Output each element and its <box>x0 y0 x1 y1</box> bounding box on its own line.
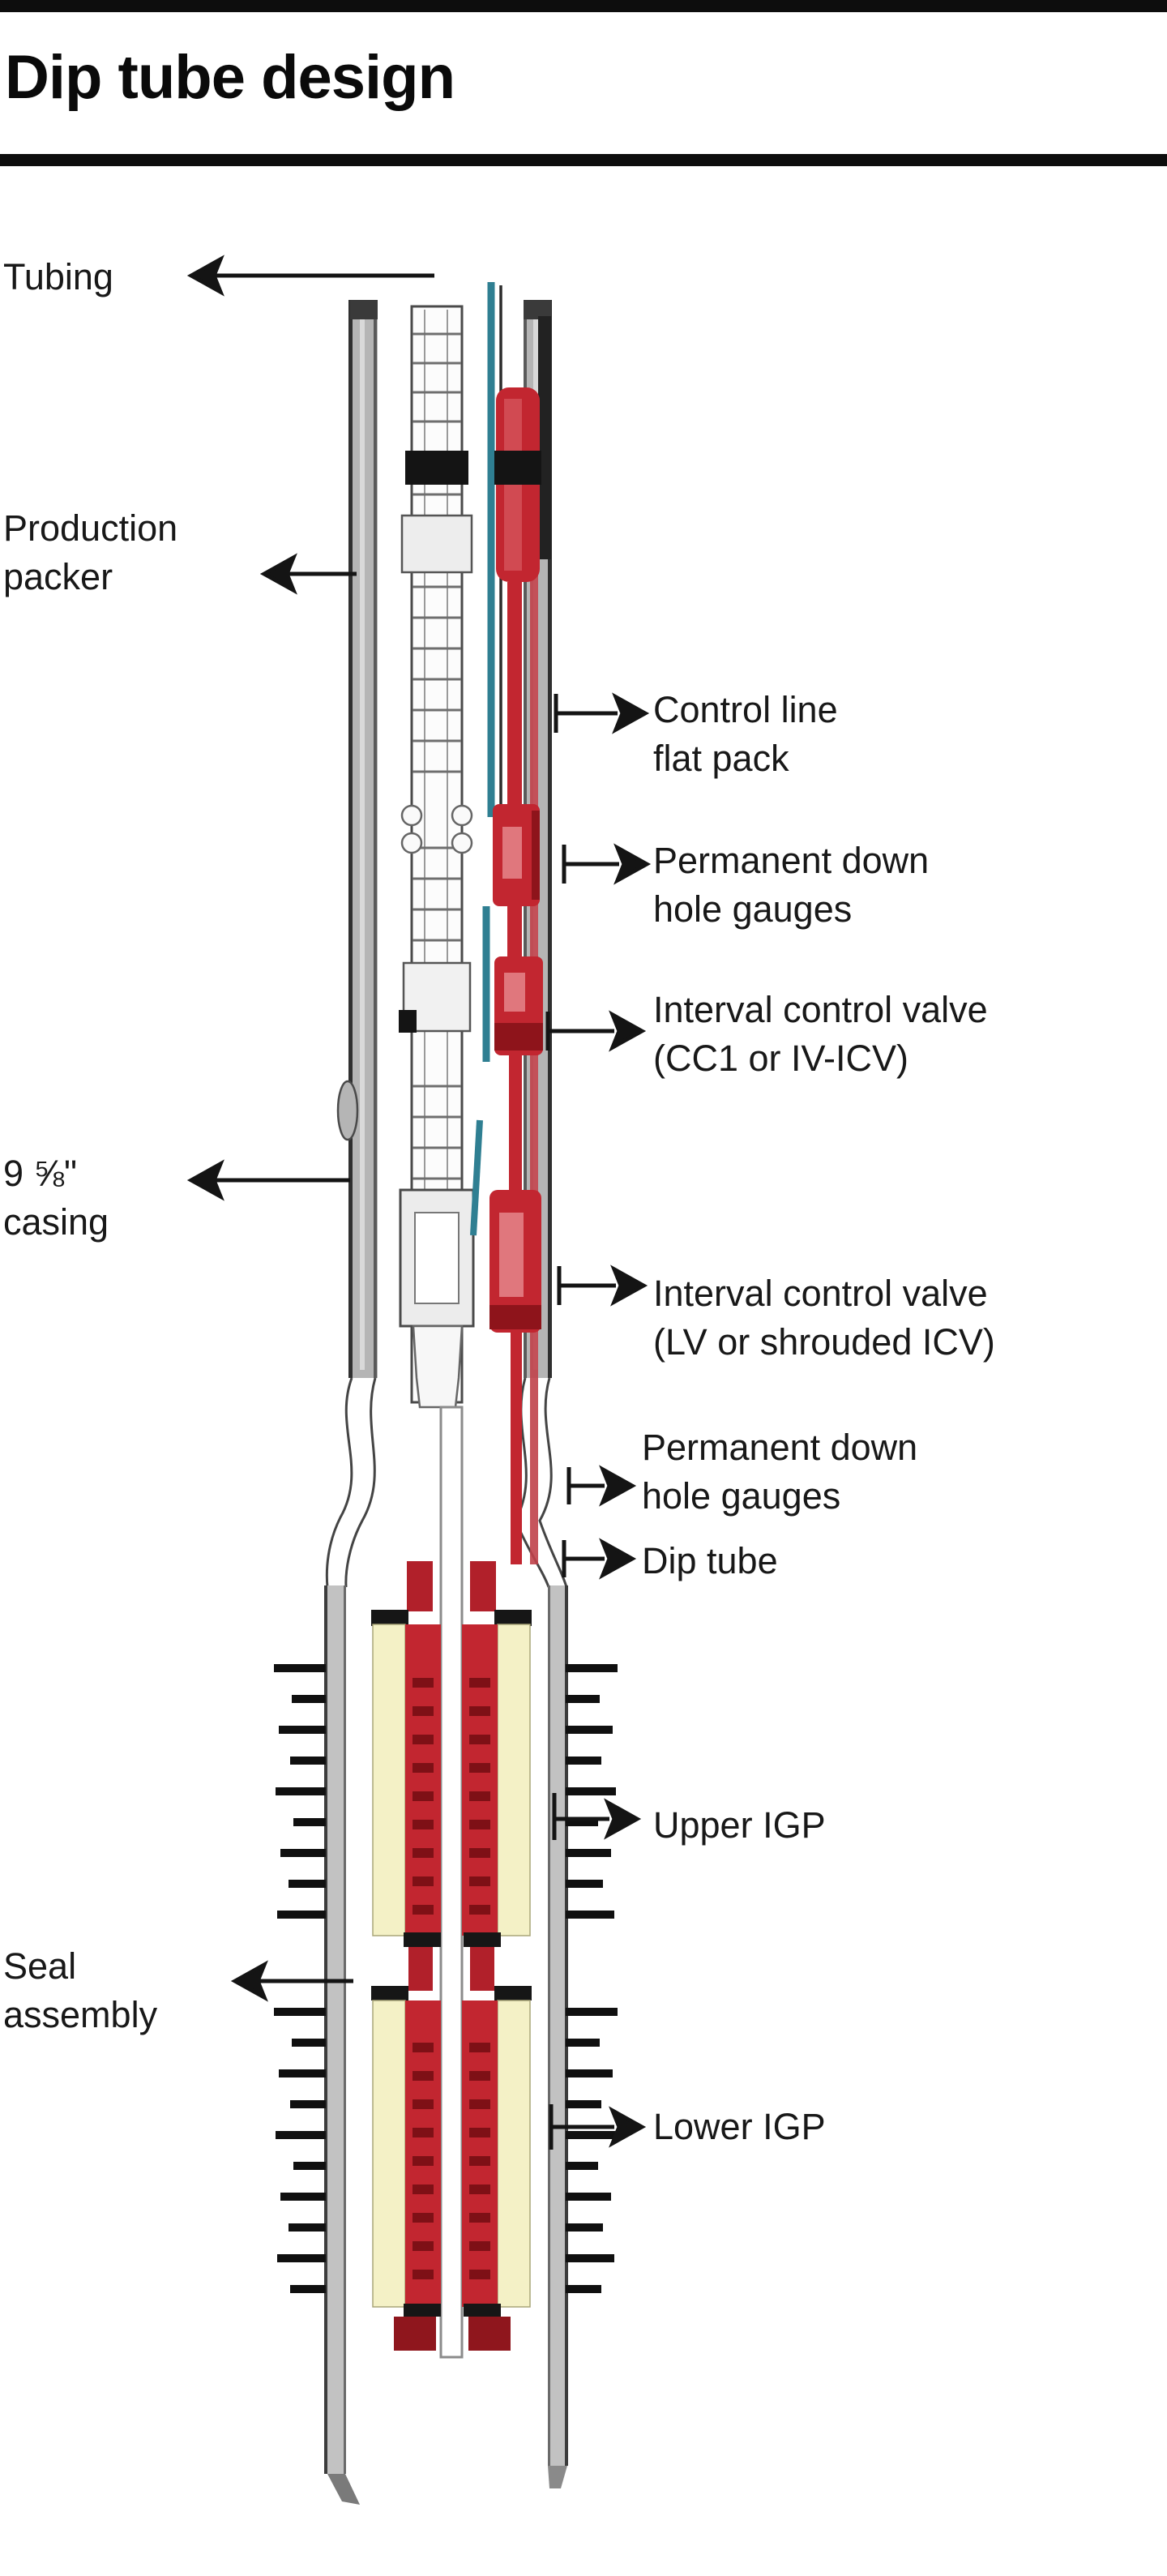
seal-assembly-section <box>371 1932 532 2000</box>
icv-lv-arrow <box>557 1264 648 1307</box>
dip-tube-channel <box>439 1406 464 2359</box>
red-pipe-1 <box>507 582 522 804</box>
top-rule <box>0 0 1167 12</box>
label-seal-assembly: Seal assembly <box>3 1945 158 2035</box>
lower-igp-arrow <box>549 2104 647 2150</box>
production-packer-element <box>494 387 541 582</box>
gauge-carrier-upper-element <box>493 804 540 906</box>
label-control-line-flat-pack: Control line flat pack <box>653 689 838 779</box>
red-pipe-2 <box>507 906 522 956</box>
liner-left-wall <box>324 1585 360 2505</box>
perforation-fins-right-upper <box>566 1664 618 1919</box>
label-icv-cc1: Interval control valve (CC1 or IV-ICV) <box>653 989 988 1079</box>
production-packer-arrow <box>259 553 357 595</box>
casing-arrow <box>186 1159 350 1201</box>
perforation-fins-left-lower <box>274 2008 326 2293</box>
control-line-flat-pack-arrow <box>554 692 650 734</box>
label-permanent-gauges-lower: Permanent down hole gauges <box>642 1427 918 1517</box>
title-rule <box>0 154 1167 166</box>
permanent-gauges-lower-arrow <box>566 1465 637 1507</box>
label-dip-tube: Dip tube <box>642 1540 778 1581</box>
label-upper-igp: Upper IGP <box>653 1804 826 1846</box>
label-lower-igp: Lower IGP <box>653 2106 826 2147</box>
upper-igp-assembly <box>371 1561 532 1936</box>
label-tubing: Tubing <box>3 256 113 297</box>
label-casing: 9 ⅝" casing <box>3 1153 109 1243</box>
control-line <box>470 282 495 1236</box>
dip-tube-arrow <box>562 1538 637 1580</box>
tubing-tool-string <box>399 305 475 1409</box>
seal-assembly-arrow <box>230 1960 353 2002</box>
figure-title: Dip tube design <box>5 43 455 112</box>
label-permanent-gauges-upper: Permanent down hole gauges <box>653 840 930 930</box>
casing-left-wall <box>336 300 378 1378</box>
perforation-fins-right-lower <box>566 2008 618 2293</box>
tubing-arrow <box>186 255 434 297</box>
liner-right-wall <box>548 1585 568 2488</box>
permanent-gauges-upper-arrow <box>562 843 652 885</box>
icv-cc1-arrow <box>545 1010 647 1052</box>
icv-lv-element <box>489 1190 541 1333</box>
label-icv-lv: Interval control valve (LV or shrouded I… <box>653 1273 995 1363</box>
lower-igp-assembly <box>372 2000 531 2351</box>
icv-cc1-element <box>494 956 543 1055</box>
red-pipe-4 <box>511 1333 522 1564</box>
perforation-fins-left-upper <box>274 1664 326 1919</box>
red-pipe-3 <box>509 1055 522 1190</box>
upper-igp-arrow <box>552 1793 642 1840</box>
label-production-packer: Production packer <box>3 507 178 597</box>
